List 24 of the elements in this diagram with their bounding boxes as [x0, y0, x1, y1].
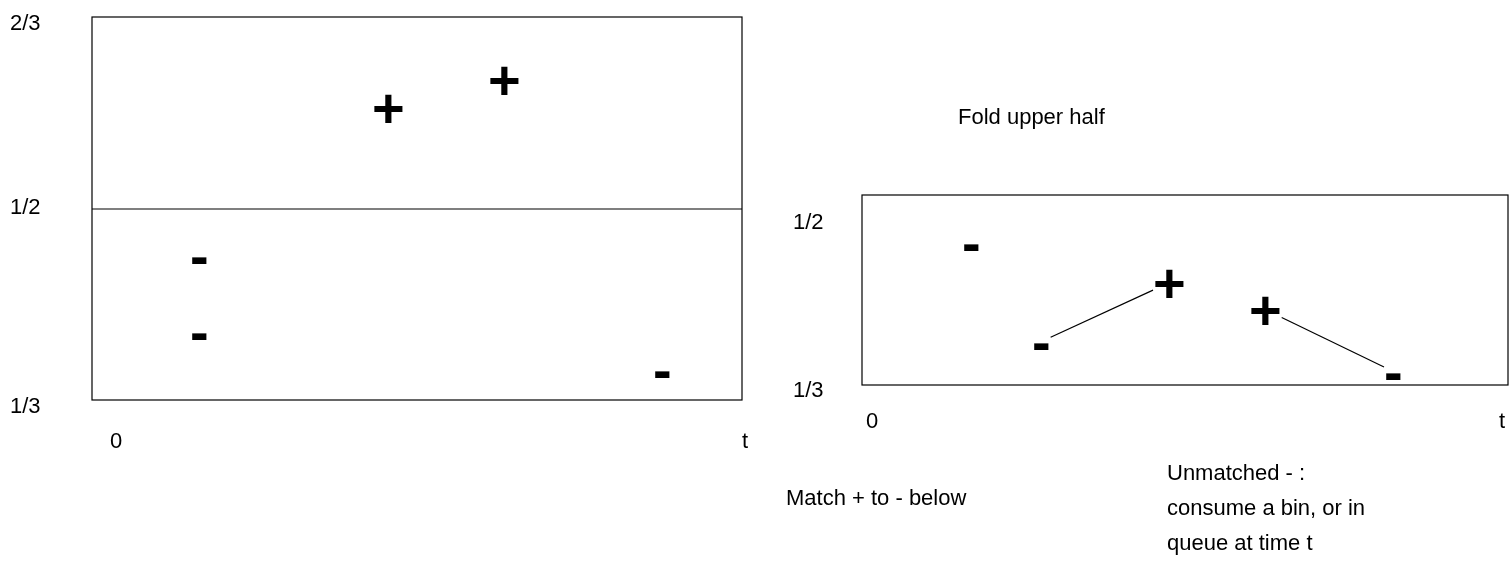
axis-tick-label: 0 [110, 428, 123, 454]
axis-tick-label: 1/2 [793, 209, 824, 235]
plus-sign: + [1249, 290, 1282, 330]
note-text: Unmatched - : consume a bin, or in queue at time t [1167, 459, 1367, 558]
axis-tick-label: 1/2 [10, 194, 41, 220]
minus-sign: - [962, 223, 981, 263]
annotation-text: Fold upper half [958, 104, 1105, 130]
minus-sign: - [190, 312, 209, 352]
minus-sign: - [1032, 322, 1051, 362]
annotation-text: Match + to - below [786, 485, 967, 511]
axis-tick-label: t [1499, 408, 1506, 434]
axis-tick-label: 0 [866, 408, 879, 434]
axis-tick-label: t [742, 428, 749, 454]
axis-tick-label: 1/3 [10, 393, 41, 419]
axis-tick-label: 2/3 [10, 10, 41, 36]
connector-line [1050, 289, 1154, 338]
axis-tick-label: 1/3 [793, 377, 824, 403]
minus-sign: - [653, 350, 672, 390]
plus-sign: + [1153, 263, 1186, 303]
plus-sign: + [488, 60, 521, 100]
minus-sign: - [190, 236, 209, 276]
minus-sign: - [1384, 352, 1403, 392]
plus-sign: + [372, 88, 405, 128]
connector-line [1281, 316, 1385, 368]
